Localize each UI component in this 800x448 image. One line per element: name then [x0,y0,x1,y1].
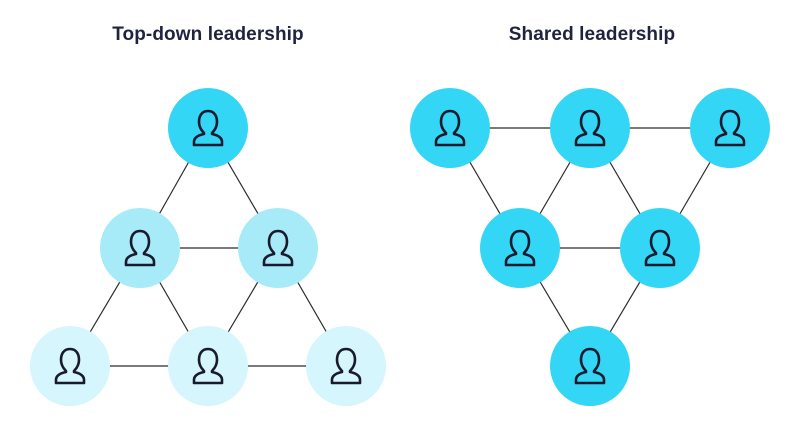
person-node-b4 [480,208,560,288]
person-node-b6 [550,326,630,406]
node-circle [168,88,248,168]
node-circle [168,326,248,406]
person-node-a2 [100,208,180,288]
shared-title: Shared leadership [508,24,676,45]
person-node-a5 [168,326,248,406]
nodes-layer [30,88,770,406]
person-icon [434,109,466,147]
person-icon [330,347,362,385]
top-down-title: Top-down leadership [112,24,304,45]
person-icon [504,229,536,267]
person-node-a4 [30,326,110,406]
person-icon [262,229,294,267]
person-icon [574,109,606,147]
node-circle [480,208,560,288]
node-circle [690,88,770,168]
person-icon [192,109,224,147]
node-circle [550,326,630,406]
person-icon [644,229,676,267]
node-circle [306,326,386,406]
person-node-b1 [410,88,490,168]
person-node-b3 [690,88,770,168]
node-circle [550,88,630,168]
person-node-b5 [620,208,700,288]
person-node-a3 [238,208,318,288]
person-node-a1 [168,88,248,168]
person-icon [714,109,746,147]
node-circle [100,208,180,288]
node-circle [620,208,700,288]
person-icon [124,229,156,267]
node-circle [410,88,490,168]
person-icon [192,347,224,385]
node-circle [30,326,110,406]
person-icon [574,347,606,385]
person-node-b2 [550,88,630,168]
person-icon [54,347,86,385]
node-circle [238,208,318,288]
person-node-a6 [306,326,386,406]
